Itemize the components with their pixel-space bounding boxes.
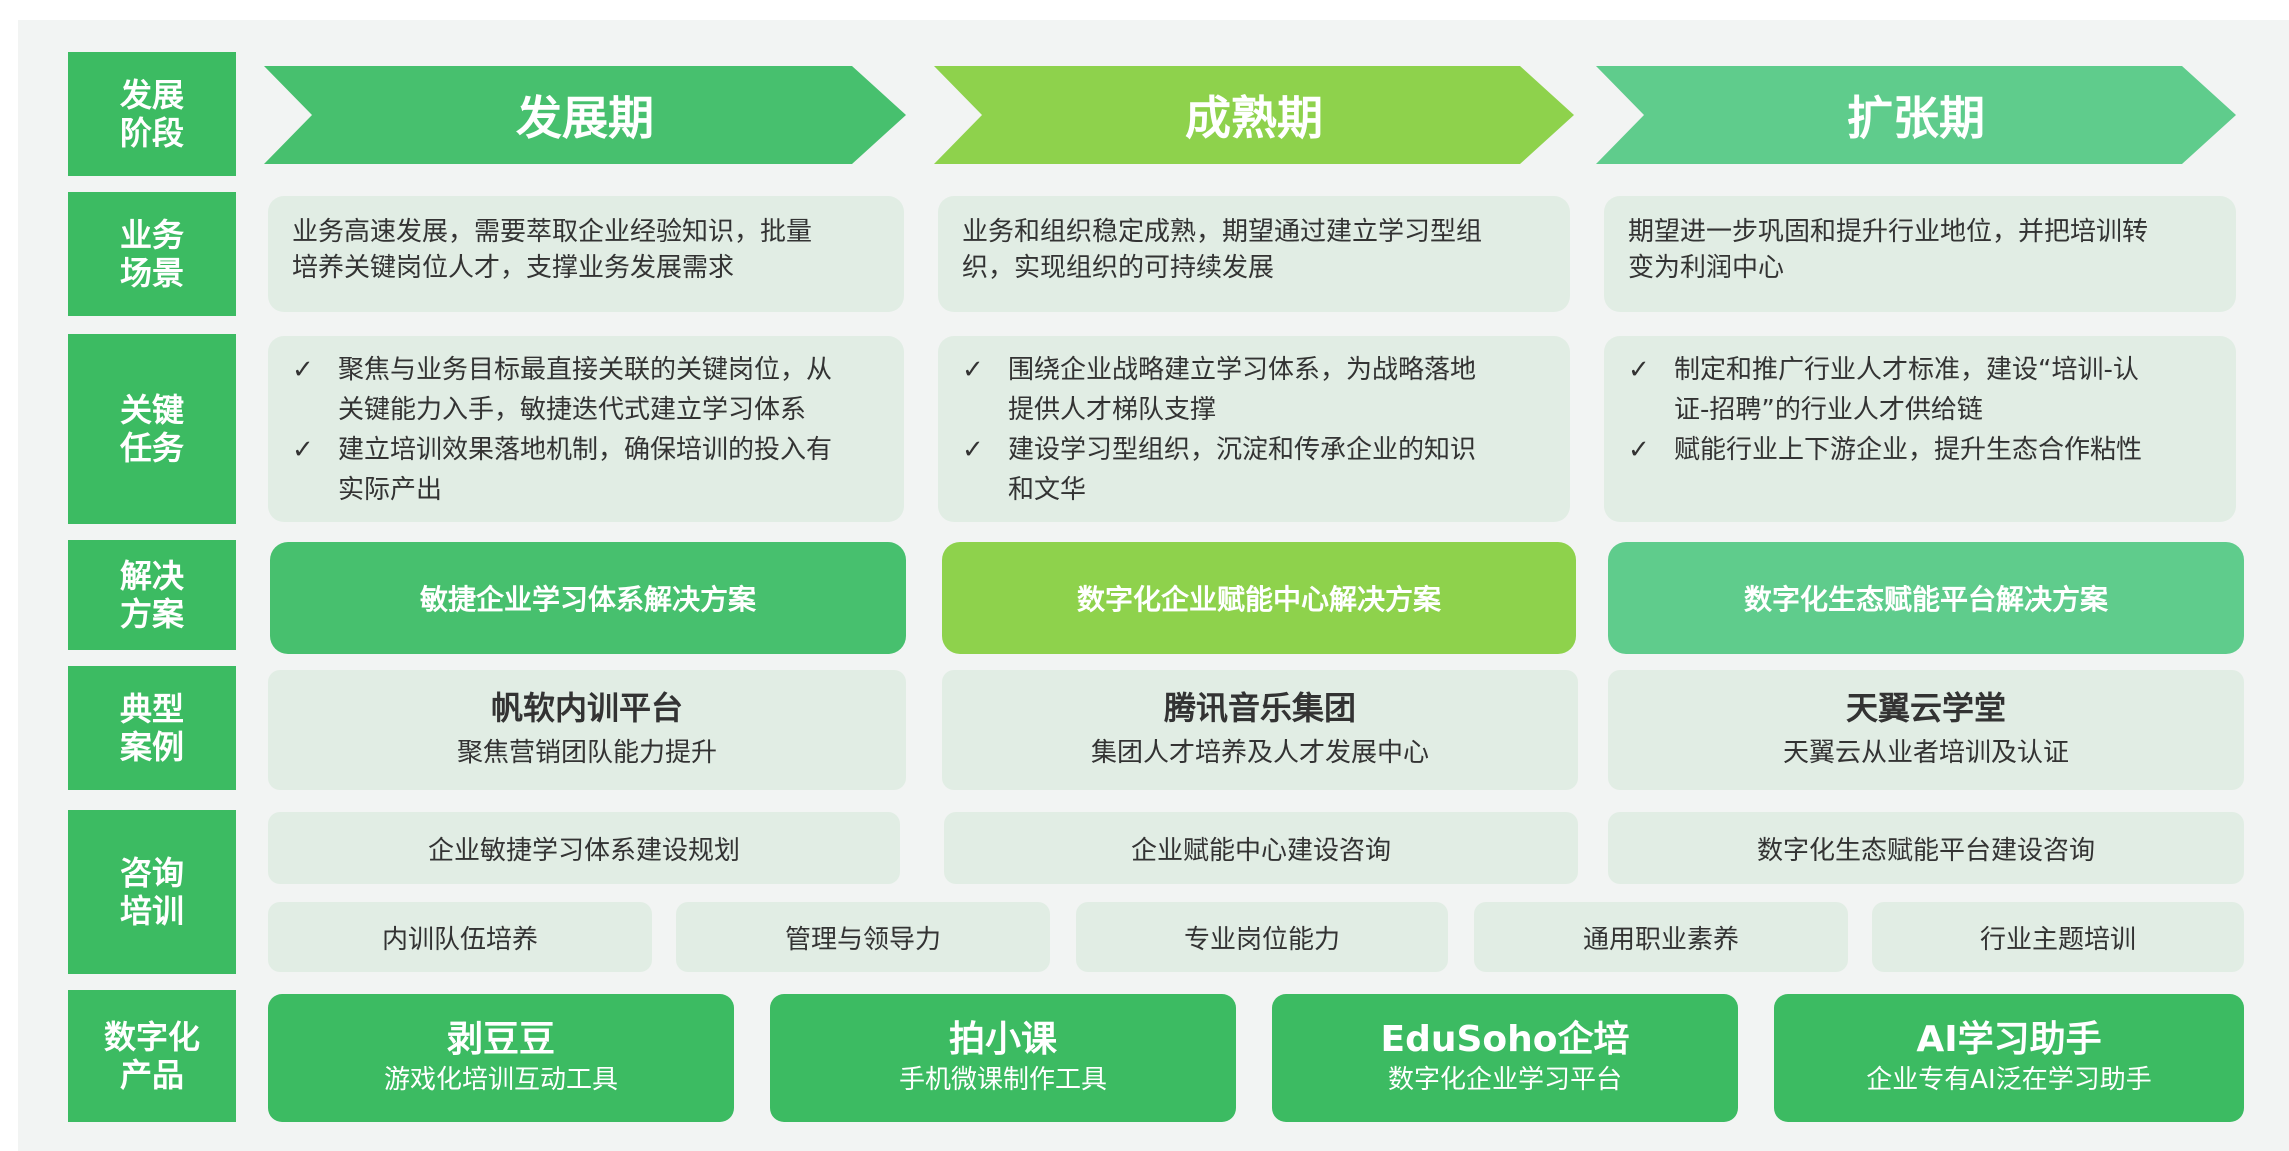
- stage-chevron-expansion: 扩张期: [1596, 66, 2236, 164]
- row-label-solution: 解决方案: [68, 540, 236, 650]
- product-description: 企业专有AI泛在学习助手: [1866, 1065, 2152, 1095]
- row-label-stage: 发展阶段: [68, 52, 236, 176]
- product-card: 剥豆豆 游戏化培训互动工具: [268, 994, 734, 1122]
- tasks-card-growth: ✓ 聚焦与业务目标最直接关联的关键岗位，从关键能力入手，敏捷迭代式建立学习体系 …: [268, 336, 904, 522]
- product-description: 数字化企业学习平台: [1387, 1065, 1622, 1095]
- consulting-expansion: 数字化生态赋能平台建设咨询: [1608, 812, 2244, 884]
- product-description: 游戏化培训互动工具: [383, 1065, 618, 1095]
- solution-expansion: 数字化生态赋能平台解决方案: [1608, 542, 2244, 654]
- product-card: 拍小课 手机微课制作工具: [770, 994, 1236, 1122]
- solution-mature: 数字化企业赋能中心解决方案: [942, 542, 1576, 654]
- training-item: 管理与领导力: [676, 902, 1050, 972]
- scenario-card-expansion: 期望进一步巩固和提升行业地位，并把培训转变为利润中心: [1604, 196, 2236, 312]
- product-card: AI学习助手 企业专有AI泛在学习助手: [1774, 994, 2244, 1122]
- task-item: ✓ 聚焦与业务目标最直接关联的关键岗位，从关键能力入手，敏捷迭代式建立学习体系: [292, 350, 880, 430]
- consulting-mature: 企业赋能中心建设咨询: [944, 812, 1578, 884]
- task-item: ✓ 建立培训效果落地机制，确保培训的投入有实际产出: [292, 430, 880, 510]
- task-item: ✓ 建设学习型组织，沉淀和传承企业的知识和文华: [962, 430, 1546, 510]
- check-icon: ✓: [1628, 355, 1650, 385]
- row-label-tasks: 关键任务: [68, 334, 236, 524]
- case-name: 天翼云学堂: [1845, 689, 2006, 727]
- case-description: 聚焦营销团队能力提升: [456, 738, 717, 768]
- training-item: 通用职业素养: [1474, 902, 1848, 972]
- solution-growth: 敏捷企业学习体系解决方案: [270, 542, 906, 654]
- product-name: AI学习助手: [1916, 1019, 2102, 1060]
- task-item: ✓ 制定和推广行业人才标准，建设“培训-认证-招聘”的行业人才供给链: [1628, 350, 2212, 430]
- chevron-shape: [264, 66, 906, 164]
- product-name: EduSoho企培: [1380, 1019, 1630, 1060]
- task-item: ✓ 赋能行业上下游企业，提升生态合作粘性: [1628, 430, 2212, 470]
- case-name: 腾讯音乐集团: [1163, 689, 1356, 727]
- stage-chevron-growth: 发展期: [264, 66, 906, 164]
- row-label-products: 数字化产品: [68, 990, 236, 1122]
- check-icon: ✓: [1628, 435, 1650, 465]
- case-description: 天翼云从业者培训及认证: [1782, 738, 2069, 768]
- case-description: 集团人才培养及人才发展中心: [1090, 738, 1429, 768]
- stage-chevron-mature: 成熟期: [934, 66, 1574, 164]
- training-item: 内训队伍培养: [268, 902, 652, 972]
- case-name: 帆软内训平台: [490, 689, 683, 727]
- scenario-card-mature: 业务和组织稳定成熟，期望通过建立学习型组织，实现组织的可持续发展: [938, 196, 1570, 312]
- consulting-growth: 企业敏捷学习体系建设规划: [268, 812, 900, 884]
- product-name: 剥豆豆: [446, 1019, 555, 1060]
- case-card-mature: 腾讯音乐集团 集团人才培养及人才发展中心: [942, 670, 1578, 790]
- row-label-scenario: 业务场景: [68, 192, 236, 316]
- chevron-shape: [1596, 66, 2236, 164]
- product-description: 手机微课制作工具: [898, 1065, 1107, 1095]
- check-icon: ✓: [292, 435, 314, 465]
- task-item: ✓ 围绕企业战略建立学习体系，为战略落地提供人才梯队支撑: [962, 350, 1546, 430]
- training-item: 专业岗位能力: [1076, 902, 1448, 972]
- check-icon: ✓: [962, 435, 984, 465]
- row-label-consulting: 咨询培训: [68, 810, 236, 974]
- chevron-shape: [934, 66, 1574, 164]
- scenario-card-growth: 业务高速发展，需要萃取企业经验知识，批量培养关键岗位人才，支撑业务发展需求: [268, 196, 904, 312]
- check-icon: ✓: [962, 355, 984, 385]
- row-label-cases: 典型案例: [68, 666, 236, 790]
- training-item: 行业主题培训: [1872, 902, 2244, 972]
- tasks-card-mature: ✓ 围绕企业战略建立学习体系，为战略落地提供人才梯队支撑 ✓ 建设学习型组织，沉…: [938, 336, 1570, 522]
- product-name: 拍小课: [948, 1019, 1057, 1060]
- check-icon: ✓: [292, 355, 314, 385]
- product-card: EduSoho企培 数字化企业学习平台: [1272, 994, 1738, 1122]
- tasks-card-expansion: ✓ 制定和推广行业人才标准，建设“培训-认证-招聘”的行业人才供给链 ✓ 赋能行…: [1604, 336, 2236, 522]
- case-card-growth: 帆软内训平台 聚焦营销团队能力提升: [268, 670, 906, 790]
- case-card-expansion: 天翼云学堂 天翼云从业者培训及认证: [1608, 670, 2244, 790]
